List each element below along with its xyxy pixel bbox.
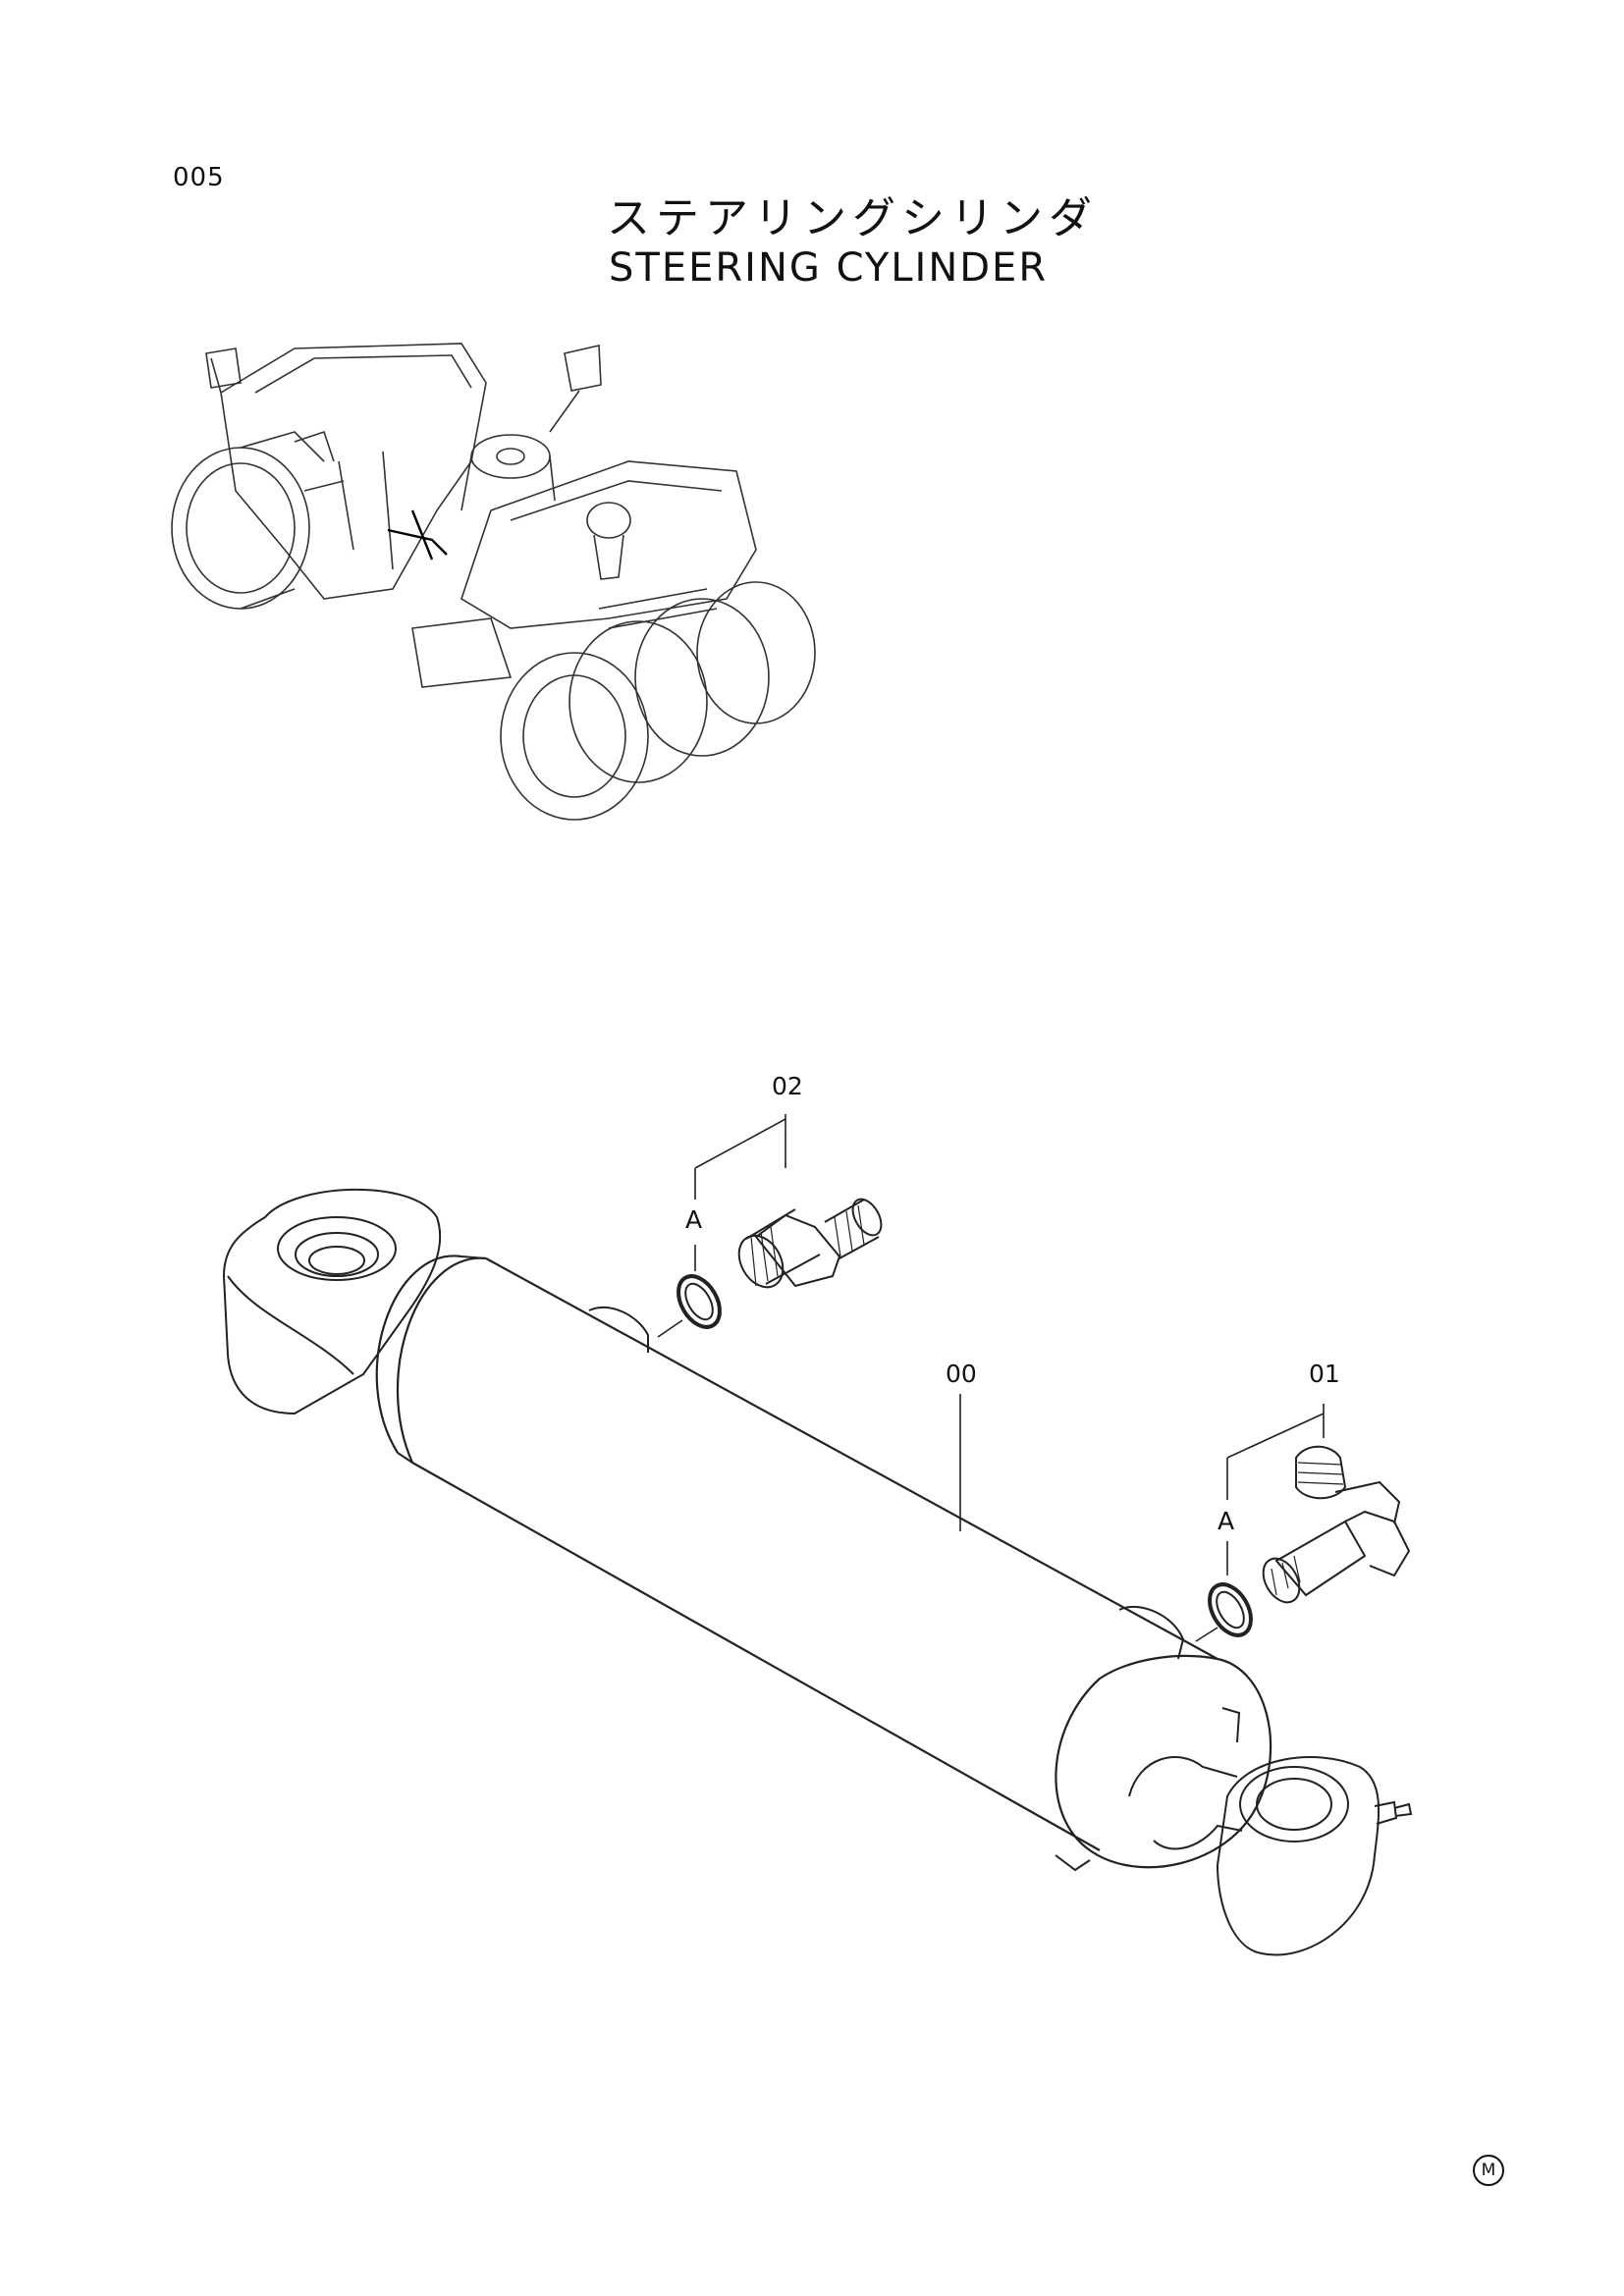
steering-cylinder-drawing [222,1188,1413,1956]
title-japanese: ステアリングシリンダ [607,193,1098,243]
footer-mark: M [1473,2155,1504,2186]
machine-overview-illustration [171,343,816,821]
title-english: STEERING CYLINDER [609,245,1049,291]
callout-part-02: 02 [772,1072,803,1100]
callout-part-00: 00 [946,1360,977,1388]
adapter-fitting-02 [657,1114,883,1338]
page-number: 005 [173,163,225,192]
callout-ref-a-upper: A [685,1205,703,1234]
elbow-fitting-01 [1195,1404,1411,1642]
callout-ref-a-lower: A [1218,1507,1235,1535]
callout-part-01: 01 [1309,1360,1340,1388]
